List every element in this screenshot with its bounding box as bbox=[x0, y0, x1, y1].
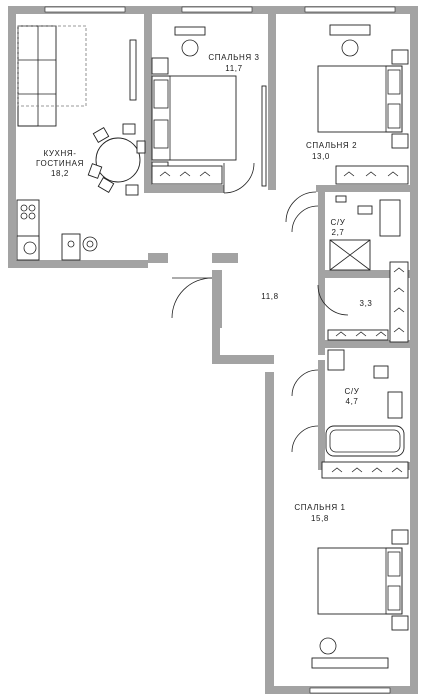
bedroom2-label: СПАЛЬНЯ 2 13,0 bbox=[306, 141, 357, 161]
bedroom1-label: СПАЛЬНЯ 1 15,8 bbox=[294, 503, 345, 523]
storage-door bbox=[317, 284, 349, 316]
bedroom2-furniture bbox=[261, 24, 409, 187]
bedroom2-name: СПАЛЬНЯ 2 bbox=[306, 141, 357, 150]
bedroom1-name: СПАЛЬНЯ 1 bbox=[294, 503, 345, 512]
bedroom2-area: 13,0 bbox=[312, 152, 330, 161]
bedroom3-label: СПАЛЬНЯ 3 11,7 bbox=[208, 53, 259, 73]
large-bath-door bbox=[291, 369, 319, 397]
small-bath-area: 2,7 bbox=[332, 228, 345, 237]
kitchen-living-furniture bbox=[16, 25, 146, 261]
kitchen-name-line1: КУХНЯ- bbox=[44, 149, 77, 158]
bedroom3-name: СПАЛЬНЯ 3 bbox=[208, 53, 259, 62]
small-bath-name: С/У bbox=[331, 218, 346, 227]
storage-furniture bbox=[327, 261, 409, 343]
bedroom1-door bbox=[291, 425, 319, 453]
bedroom2-door bbox=[285, 191, 317, 223]
small-bath-label: С/У 2,7 bbox=[331, 218, 346, 237]
large-bath-label: С/У 4,7 bbox=[345, 387, 360, 406]
large-bath-fixtures bbox=[325, 349, 405, 457]
large-bath-name: С/У bbox=[345, 387, 360, 396]
large-bath-area: 4,7 bbox=[346, 397, 359, 406]
bedroom1-furniture bbox=[311, 461, 409, 669]
hall-area: 11,8 bbox=[261, 292, 278, 301]
bedroom3-door bbox=[223, 162, 255, 194]
entrance-door bbox=[171, 277, 213, 319]
bedroom3-furniture bbox=[151, 26, 237, 185]
kitchen-label: КУХНЯ- ГОСТИНАЯ 18,2 bbox=[36, 149, 84, 178]
kitchen-area: 18,2 bbox=[51, 169, 69, 178]
storage-area: 3,3 bbox=[360, 299, 373, 308]
walls bbox=[8, 6, 418, 694]
bedroom1-area: 15,8 bbox=[311, 514, 329, 523]
small-bath-door bbox=[291, 205, 319, 233]
kitchen-name-line2: ГОСТИНАЯ bbox=[36, 159, 84, 168]
small-bath-fixtures bbox=[329, 195, 401, 271]
bedroom3-area: 11,7 bbox=[225, 64, 242, 73]
